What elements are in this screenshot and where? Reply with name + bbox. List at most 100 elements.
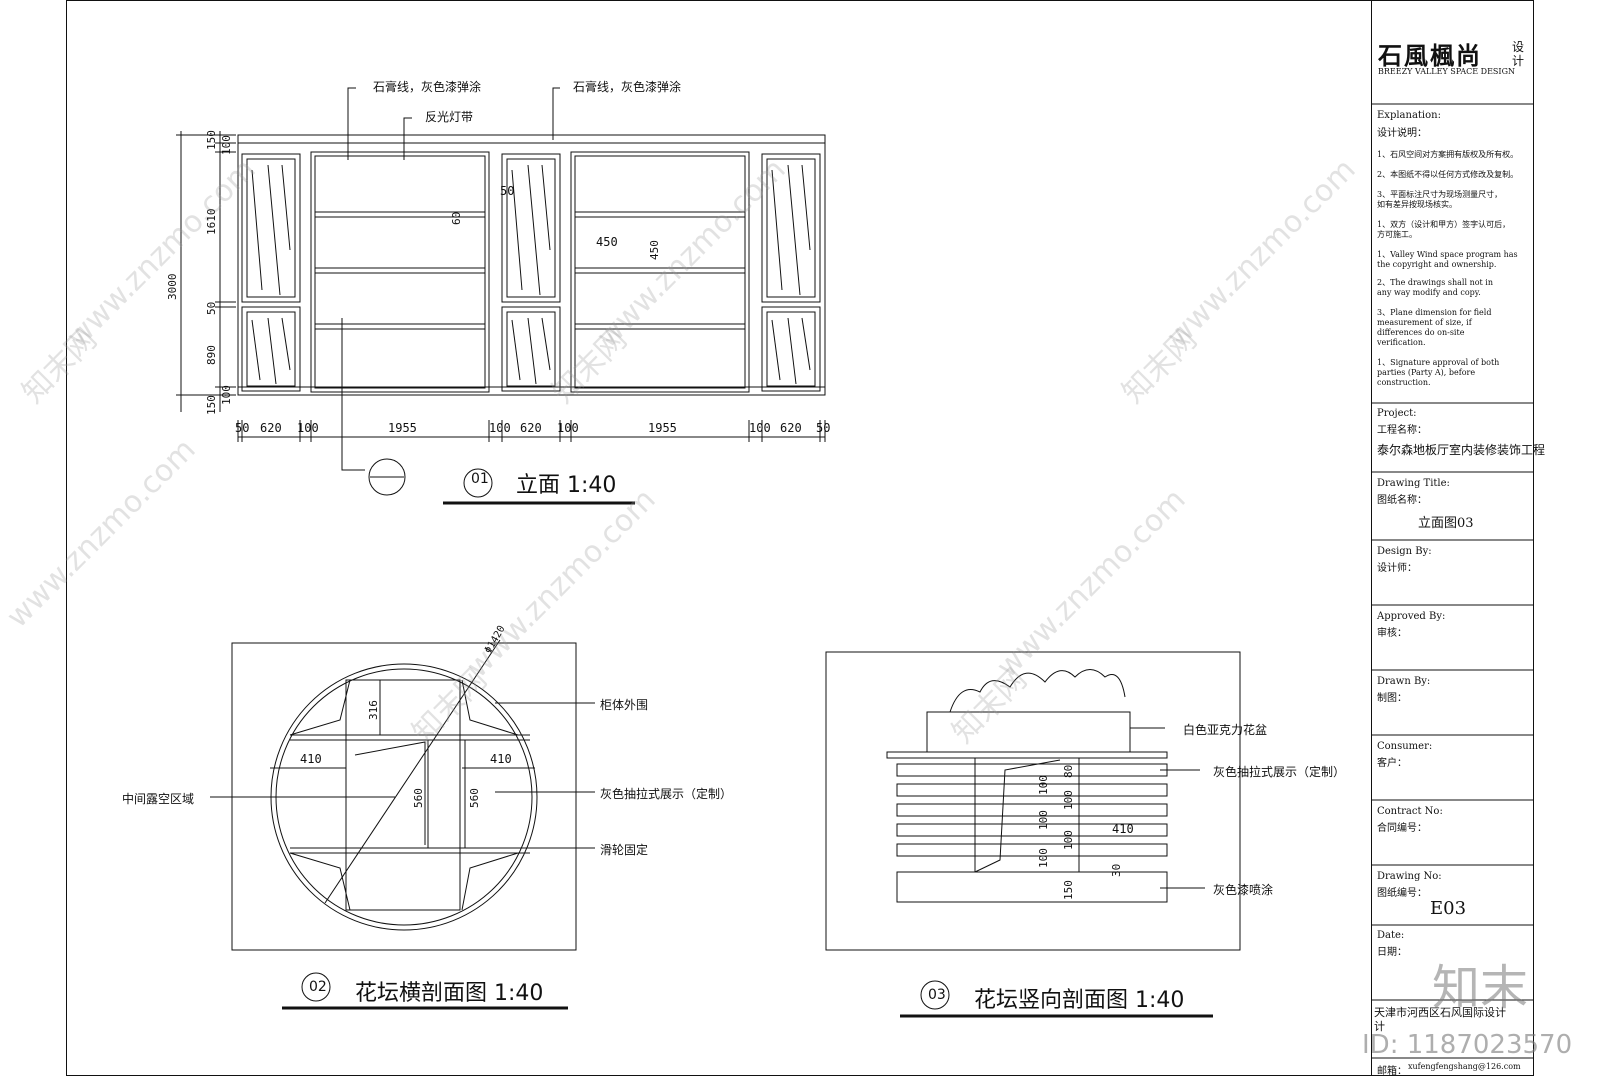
- contract-cn: 合同编号：: [1377, 823, 1427, 834]
- note-cn-2: 3、平面标注尺寸为现场测量尺寸，: [1377, 190, 1503, 199]
- note-en-0: 1、Valley Wind space program has: [1377, 250, 1518, 259]
- elevation-01: [176, 87, 826, 505]
- note-en-10: construction.: [1377, 378, 1431, 387]
- logo-chinese: 石風楓尚: [1378, 41, 1482, 70]
- dim-100-a: 100: [1037, 775, 1050, 795]
- watermark-id: ID: 1187023570: [1362, 1030, 1573, 1060]
- drawing-title-en: Drawing Title:: [1377, 478, 1450, 489]
- dim-410-right: 410: [490, 752, 512, 766]
- dim-left-4: 890: [205, 345, 218, 365]
- design-by-en: Design By:: [1377, 546, 1432, 557]
- explanation-cn: 设计说明：: [1377, 128, 1427, 139]
- dim-100-d: 100: [1062, 790, 1075, 810]
- note-en-5: measurement of size, if: [1377, 318, 1472, 327]
- dim-w450: 450: [596, 235, 618, 249]
- dim-left-5: 100: [220, 385, 233, 405]
- label-cabinet-outline: 柜体外围: [600, 698, 649, 712]
- consumer-en: Consumer:: [1377, 741, 1433, 752]
- date-en: Date:: [1377, 930, 1405, 941]
- section-03: [825, 651, 1241, 1018]
- dim-150: 150: [1062, 880, 1075, 900]
- dim-410-left: 410: [300, 752, 322, 766]
- dim-bottom-3: 1955: [388, 421, 417, 435]
- note-en-8: 1、Signature approval of both: [1377, 358, 1500, 367]
- dim-bottom-9: 620: [780, 421, 802, 435]
- dim-bottom-2: 100: [297, 421, 319, 435]
- label-middle-void: 中间露空区域: [122, 792, 195, 806]
- dim-60: 60: [450, 211, 463, 225]
- dim-left-6: 150: [205, 395, 218, 415]
- note-en-2: 2、The drawings shall not in: [1377, 278, 1494, 287]
- note-en-9: parties (Party A), before: [1377, 368, 1476, 377]
- title-03-text: 花坛竖向剖面图 1:40: [974, 988, 1185, 1013]
- project-cn: 工程名称：: [1377, 425, 1427, 436]
- note-cn-5: 方可施工。: [1377, 230, 1417, 239]
- dim-left-1: 100: [220, 135, 233, 155]
- dim-left-2: 1610: [205, 208, 218, 236]
- label-grey-spray: 灰色漆喷涂: [1213, 883, 1274, 897]
- note-en-4: 3、Plane dimension for field: [1377, 308, 1492, 317]
- drawing-title-value: 立面图03: [1418, 516, 1474, 531]
- title-02-text: 花坛横剖面图 1:40: [355, 981, 544, 1006]
- label-gypsum-left: 石膏线，灰色漆弹涂: [373, 80, 482, 94]
- logo-english: BREEZY VALLEY SPACE DESIGN: [1378, 67, 1515, 76]
- dim-bottom-6: 100: [557, 421, 579, 435]
- title-01-text: 立面 1:40: [516, 473, 617, 498]
- dim-30: 30: [1110, 863, 1123, 877]
- email-label: 邮箱：: [1377, 1066, 1407, 1077]
- dim-overall-height: 3000: [166, 273, 179, 301]
- title-02-number: 02: [309, 979, 327, 995]
- drawing-no-value: E03: [1430, 898, 1467, 919]
- drawn-by-en: Drawn By:: [1377, 676, 1431, 687]
- logo-side: 设计: [1512, 40, 1525, 68]
- drawn-by-cn: 制图：: [1377, 693, 1407, 704]
- consumer-cn: 客户：: [1377, 758, 1407, 769]
- approved-by-cn: 审核：: [1377, 628, 1407, 639]
- contract-en: Contract No:: [1377, 806, 1443, 817]
- approved-by-en: Approved By:: [1377, 611, 1446, 622]
- explanation-en: Explanation:: [1377, 110, 1441, 121]
- label-acrylic-planter: 白色亚克力花盆: [1183, 723, 1268, 737]
- note-en-6: differences do on-site: [1377, 328, 1465, 337]
- dim-bottom-8: 100: [749, 421, 771, 435]
- dim-left-0: 150: [205, 130, 218, 150]
- note-en-1: the copyright and ownership.: [1377, 260, 1497, 269]
- company-name-2: 计: [1374, 1020, 1385, 1033]
- note-en-3: any way modify and copy.: [1377, 288, 1481, 297]
- title-01-number: 01: [471, 471, 489, 487]
- watermark-logo: 知末: [1432, 960, 1529, 1016]
- dim-bottom-0: 50: [235, 421, 250, 435]
- project-en: Project:: [1377, 408, 1417, 419]
- dim-80: 80: [1062, 764, 1075, 778]
- project-value: 泰尔森地板厅室内装修装饰工程: [1377, 443, 1546, 457]
- label-light-strip: 反光灯带: [425, 110, 474, 124]
- label-pullout-display-03: 灰色抽拉式展示（定制）: [1213, 765, 1346, 779]
- dim-50: 50: [500, 184, 515, 198]
- title-03-number: 03: [928, 987, 946, 1003]
- label-pullout-display-02: 灰色抽拉式展示（定制）: [600, 787, 733, 801]
- note-en-7: verification.: [1377, 338, 1426, 347]
- design-by-cn: 设计师：: [1377, 563, 1417, 574]
- note-cn-4: 1、双方（设计和甲方）签字认可后，: [1377, 220, 1511, 229]
- section-02: [210, 639, 595, 1010]
- company-name: 天津市河西区石风国际设计: [1374, 1006, 1506, 1019]
- dim-100-b: 100: [1037, 810, 1050, 830]
- label-pulley: 滑轮固定: [600, 843, 649, 857]
- label-gypsum-right: 石膏线，灰色漆弹涂: [573, 80, 682, 94]
- note-cn-0: 1、石风空间对方案拥有版权及所有权。: [1377, 150, 1519, 159]
- dim-bottom-10: 50: [816, 421, 831, 435]
- dim-560-right: 560: [468, 788, 481, 808]
- drawing-no-cn: 图纸编号：: [1377, 888, 1427, 899]
- dim-bottom-4: 100: [489, 421, 511, 435]
- note-cn-1: 2、本图纸不得以任何方式修改及复制。: [1377, 170, 1519, 179]
- dim-410: 410: [1112, 822, 1134, 836]
- dim-100-c: 100: [1037, 848, 1050, 868]
- drawing-title-cn: 图纸名称：: [1377, 495, 1427, 506]
- note-cn-3: 如有差异按现场核实。: [1377, 200, 1457, 209]
- dim-h450: 450: [648, 240, 661, 260]
- drawing-no-en: Drawing No:: [1377, 871, 1442, 882]
- dim-left-3: 50: [205, 301, 218, 315]
- date-cn: 日期：: [1377, 947, 1407, 958]
- dim-bottom-1: 620: [260, 421, 282, 435]
